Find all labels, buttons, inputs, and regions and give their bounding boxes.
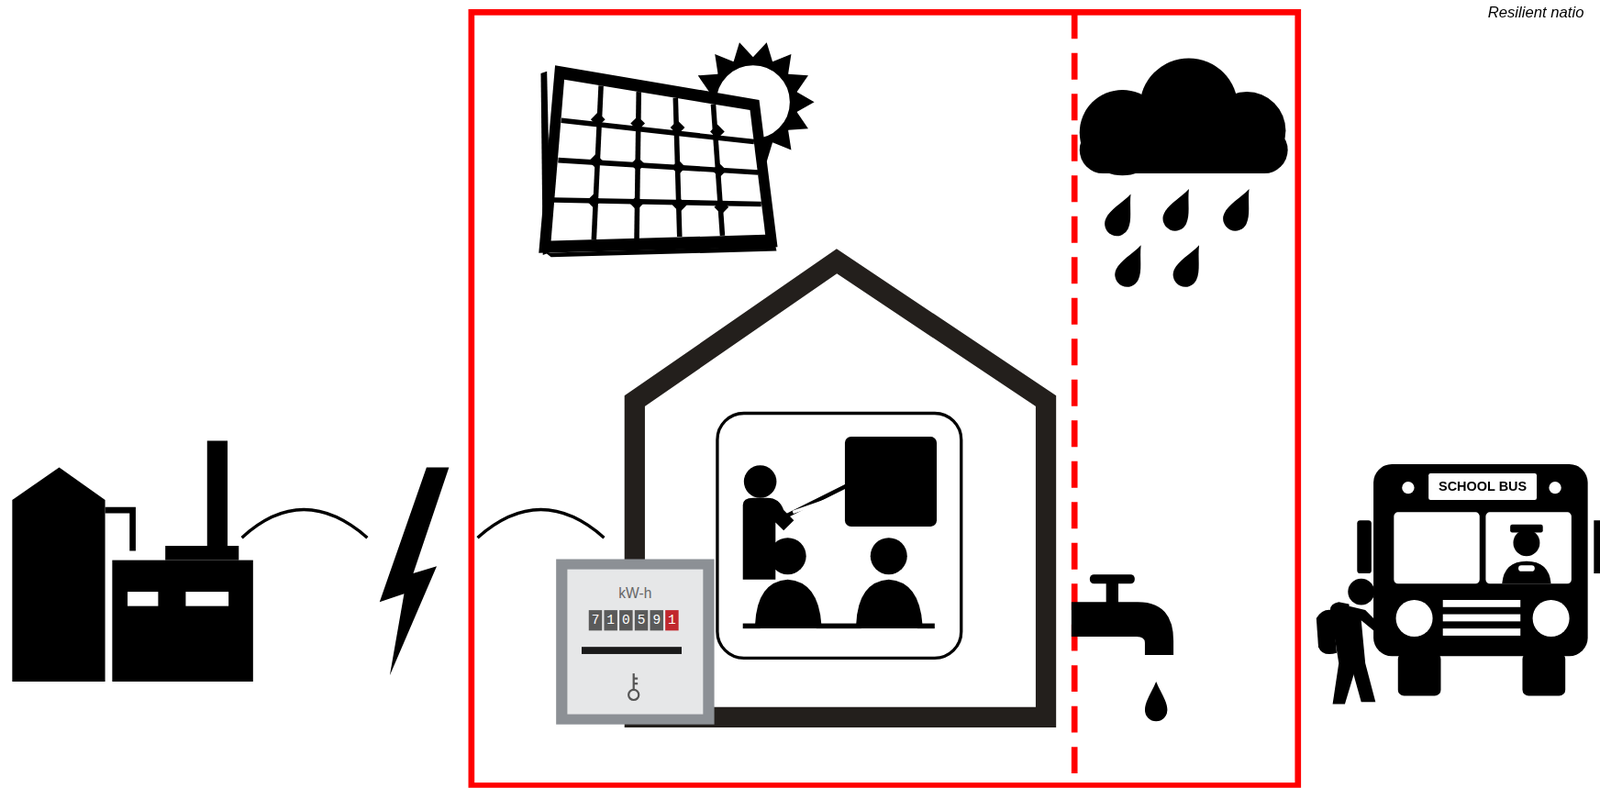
solar-panel-icon-part-part [711, 163, 727, 178]
school-bus-icon-part [1443, 600, 1522, 608]
classroom-icon-part [870, 537, 908, 575]
solar-panel-icon-part [554, 85, 762, 240]
rain-cloud-icon-part [1219, 183, 1261, 235]
water-tap-icon [1071, 574, 1174, 722]
electricity-meter-part [633, 673, 635, 690]
electricity-meter-part [628, 689, 639, 700]
power-plant-icon-part [111, 560, 253, 682]
classroom-icon-part [785, 465, 888, 517]
power-plant-icon [11, 440, 253, 681]
system-boundary-part [1071, 11, 1078, 786]
unit-label: kW-h [555, 584, 714, 601]
classroom-icon-part [792, 496, 840, 513]
classroom-icon-part [743, 623, 935, 630]
power-plant-icon-part [165, 545, 239, 561]
system-boundary [471, 11, 1299, 786]
school-bus-icon-part [1373, 464, 1589, 656]
rain-cloud-icon-part [1168, 240, 1211, 292]
school-bus-icon-part [1512, 529, 1540, 556]
rain-cloud-icon-part [1111, 240, 1153, 292]
solar-panel-icon-part-part [670, 120, 686, 135]
solar-panel-icon-part-part [588, 154, 604, 169]
water-tap-icon-part [1071, 601, 1174, 656]
classroom-icon-part [744, 465, 778, 499]
rain-cloud-icon-part [1079, 126, 1289, 174]
school-bus-icon-part [1393, 511, 1479, 584]
student-icon [1316, 578, 1380, 705]
solar-panel-icon-part-part [672, 198, 688, 213]
lightning-bolt-icon-part [379, 466, 450, 676]
solar-panel-icon-part [551, 79, 767, 242]
solar-panel-icon-part-part [590, 111, 606, 127]
meter-face: kW-h 710591 [555, 559, 714, 725]
school-bus-icon-part [1485, 511, 1571, 584]
bus-sign: SCHOOL BUS [1428, 473, 1537, 500]
meter-reading: 710591 [591, 611, 689, 630]
solar-panel-icon-part-part [586, 193, 601, 209]
system-boundary-part [471, 11, 1299, 786]
school-bus-icon-part [1518, 565, 1535, 572]
school-bus-icon-part [1356, 520, 1372, 574]
school-bus-icon-part [1401, 481, 1414, 494]
rain-cloud-icon-part [1100, 188, 1143, 241]
electricity-meter-part [581, 646, 682, 655]
school-bus-icon [1356, 464, 1600, 696]
electricity-meter-part [633, 677, 638, 680]
solar-panel-icon-part-part [561, 120, 755, 142]
solar-panel-icon-part-part [557, 160, 758, 173]
school-bus-icon-part [1398, 653, 1442, 697]
student-icon-part [1347, 578, 1375, 606]
solar-panel-icon-part-part [630, 156, 645, 172]
classroom-icon-part [769, 537, 807, 575]
electricity-meter [555, 559, 714, 725]
solar-panel-icon-part [538, 65, 778, 254]
classroom-icon [717, 412, 962, 658]
power-plant-icon-part [185, 591, 229, 607]
header-note: Resilient natio [1488, 2, 1585, 21]
power-wire-part [242, 510, 368, 539]
classroom-icon-part [861, 628, 918, 635]
classroom-icon-part [717, 412, 962, 658]
school-bus-icon-part [1548, 481, 1561, 494]
solar-panel-icon-part-part [554, 200, 762, 204]
power-plant-icon-part [127, 591, 158, 607]
solar-panel-icon-part-part [671, 160, 687, 176]
student-icon-part [1316, 610, 1337, 655]
electricity-meter-part [633, 682, 638, 685]
power-plant-icon-part [11, 466, 105, 682]
school-bus-icon-part [1443, 614, 1522, 623]
solar-panel-icon [538, 65, 778, 257]
power-plant-icon-part [105, 510, 134, 551]
electricity-meter-part [555, 559, 714, 725]
school-bus-icon-part [1522, 653, 1566, 697]
sign-text: SCHOOL BUS [1428, 478, 1537, 496]
school-bus-icon-part [1593, 520, 1600, 574]
rain-cloud-icon-part [1158, 183, 1200, 235]
solar-panel-icon-part-part [629, 195, 645, 211]
school-bus-icon-part [1533, 600, 1570, 637]
solar-panel-icon-part-part [630, 116, 645, 132]
power-wire-part [477, 510, 605, 539]
solar-panel-icon-part-part [713, 200, 729, 215]
power-plant-icon-part [207, 440, 228, 558]
classroom-icon-part [760, 628, 817, 635]
solar-panel-icon-part-part [710, 124, 725, 140]
water-tap-icon-part [1144, 681, 1167, 722]
rain-cloud-icon [1079, 57, 1289, 291]
solar-panel-icon-part [586, 111, 729, 214]
school-bus-icon-part [1501, 561, 1551, 584]
classroom-icon-part [855, 579, 923, 625]
lightning-bolt-icon [379, 466, 450, 676]
school-bus-icon-part [1396, 600, 1434, 637]
classroom-icon-part [755, 579, 822, 625]
school-bus-icon-part [1510, 524, 1544, 534]
school-bus-icon-part [1443, 628, 1522, 636]
